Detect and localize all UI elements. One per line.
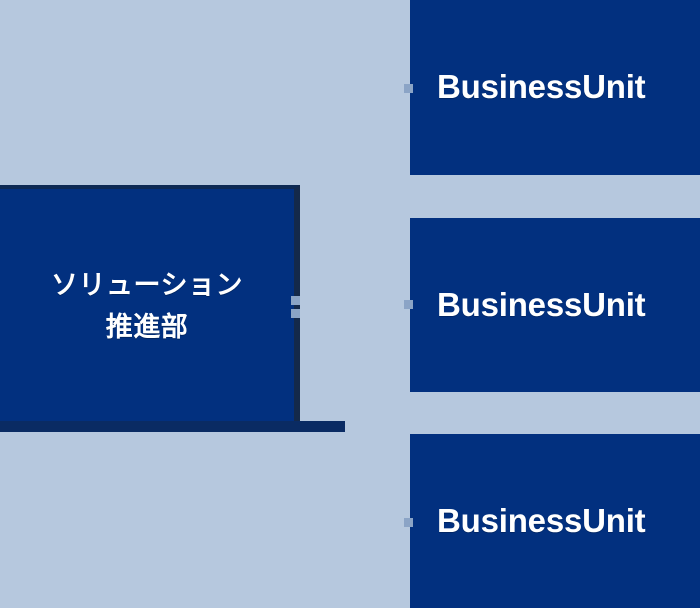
- node-solution-promotion-dept-label: ソリューション 推進部: [51, 270, 243, 342]
- node-business-unit-1[interactable]: BusinessUnit: [410, 0, 700, 175]
- node-business-unit-2[interactable]: BusinessUnit: [410, 218, 700, 392]
- parent-connector-nub-upper: [291, 296, 300, 305]
- parent-connector-nub-lower: [291, 309, 300, 318]
- connector-nub-business-unit-3: [404, 518, 413, 527]
- connector-nub-business-unit-2: [404, 300, 413, 309]
- node-business-unit-3[interactable]: BusinessUnit: [410, 434, 700, 608]
- parent-connector-bar-tail: [300, 421, 345, 432]
- node-business-unit-2-label: BusinessUnit: [437, 286, 646, 323]
- node-business-unit-1-label: BusinessUnit: [437, 68, 646, 105]
- parent-connector-bar: [0, 421, 345, 432]
- node-business-unit-3-label: BusinessUnit: [437, 502, 646, 539]
- node-solution-promotion-dept[interactable]: ソリューション 推進部: [0, 185, 300, 425]
- connector-nub-business-unit-1: [404, 84, 413, 93]
